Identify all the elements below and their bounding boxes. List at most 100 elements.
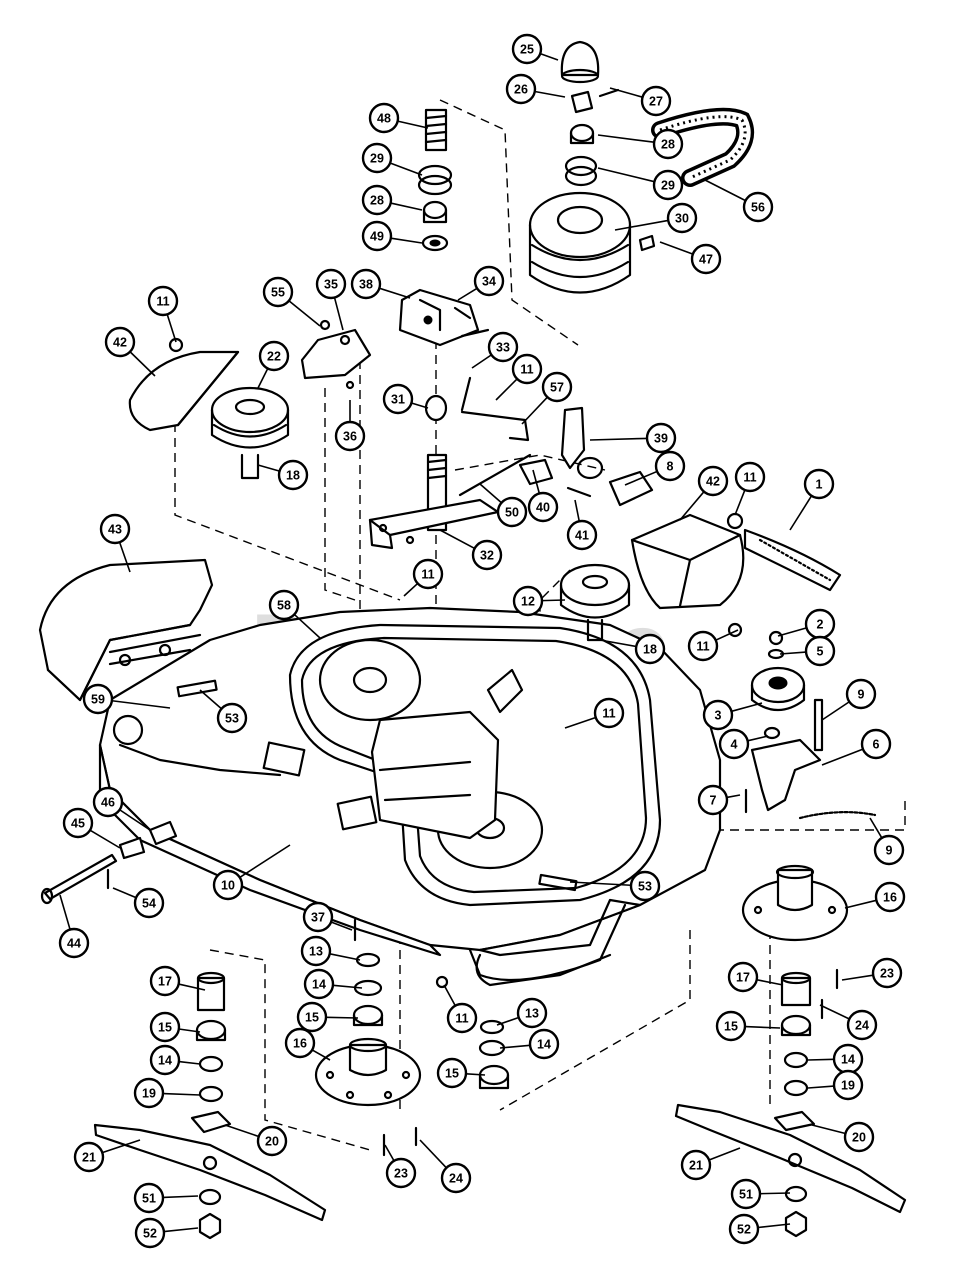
callout-c11c[interactable]: 11 [734,461,766,516]
callout-c13b[interactable]: 13 [496,997,548,1029]
callout-c26[interactable]: 26 [505,73,566,105]
callout-c30[interactable]: 30 [614,202,698,234]
leader-line [465,1073,486,1076]
leader-line [614,219,669,231]
callout-c52b[interactable]: 52 [728,1213,791,1245]
callout-c14c[interactable]: 14 [499,1028,560,1060]
callout-c28a[interactable]: 28 [597,128,684,160]
callout-c18b[interactable]: 18 [599,633,666,665]
callout-c34[interactable]: 34 [457,265,505,301]
callout-c11a[interactable]: 11 [495,353,543,401]
callout-c20b[interactable]: 20 [811,1121,875,1153]
callout-c38[interactable]: 38 [350,268,411,300]
callout-c55[interactable]: 55 [262,276,321,327]
callout-c42a[interactable]: 42 [104,326,156,377]
callout-c20a[interactable]: 20 [224,1124,288,1157]
callout-c51a[interactable]: 51 [133,1182,199,1214]
callout-c16a[interactable]: 16 [844,881,906,913]
callout-c59[interactable]: 59 [82,683,171,715]
callout-c3[interactable]: 3 [702,699,763,731]
callout-c43[interactable]: 43 [99,513,131,573]
callout-c24a[interactable]: 24 [419,1139,472,1194]
callout-c14d[interactable]: 14 [807,1043,864,1075]
callout-c53a[interactable]: 53 [199,689,248,734]
callout-c29b[interactable]: 29 [361,142,423,176]
callout-circle [541,371,573,403]
callout-c44[interactable]: 44 [58,894,90,959]
callout-c19a[interactable]: 19 [133,1077,201,1109]
callout-c22[interactable]: 22 [257,340,290,389]
callout-c11f[interactable]: 11 [564,697,625,729]
callout-c15c[interactable]: 15 [436,1057,486,1089]
leader-line [821,701,850,721]
callout-c7[interactable]: 7 [697,784,741,816]
callout-c5[interactable]: 5 [779,635,836,667]
callout-c46[interactable]: 46 [92,786,151,831]
callout-c27[interactable]: 27 [609,85,672,117]
callout-c13a[interactable]: 13 [300,935,361,967]
callout-c21a[interactable]: 21 [73,1139,141,1173]
callout-c6[interactable]: 6 [821,728,892,766]
callout-c31[interactable]: 31 [382,383,429,415]
callout-c9a[interactable]: 9 [821,678,877,721]
callout-c11e[interactable]: 11 [687,629,739,662]
callout-c17a[interactable]: 17 [149,965,206,997]
callout-c29a[interactable]: 29 [597,167,684,201]
callout-c1[interactable]: 1 [789,468,835,531]
callout-c39[interactable]: 39 [589,422,677,454]
callout-number: 59 [91,693,105,707]
callout-c52a[interactable]: 52 [134,1217,199,1249]
callout-c15d[interactable]: 15 [715,1010,781,1042]
callout-c2[interactable]: 2 [777,608,836,640]
callout-c11b[interactable]: 11 [147,285,179,343]
callout-c9b[interactable]: 9 [869,817,905,866]
callout-c42b[interactable]: 42 [679,465,729,521]
callout-c21b[interactable]: 21 [680,1147,741,1181]
callout-c12[interactable]: 12 [512,585,566,617]
callout-c56[interactable]: 56 [704,179,774,223]
callout-c18a[interactable]: 18 [257,459,309,491]
callout-c32[interactable]: 32 [439,529,503,571]
callout-c25[interactable]: 25 [511,33,559,65]
callout-c23a[interactable]: 23 [384,1144,417,1189]
callout-c54[interactable]: 54 [112,887,165,919]
callout-c28b[interactable]: 28 [361,184,423,216]
callout-number: 14 [841,1053,855,1067]
leader-line [102,1139,141,1154]
callout-c17b[interactable]: 17 [727,961,784,993]
callout-c8[interactable]: 8 [624,450,686,486]
callout-c51b[interactable]: 51 [730,1178,791,1210]
callout-c47[interactable]: 47 [659,241,722,275]
callout-number: 54 [142,897,156,911]
callout-c45[interactable]: 45 [62,807,121,849]
callout-c19b[interactable]: 19 [807,1069,864,1101]
callout-c24b[interactable]: 24 [819,1004,878,1041]
callout-c10[interactable]: 10 [212,844,291,901]
callout-c16b[interactable]: 16 [284,1027,331,1061]
callout-c57[interactable]: 57 [521,371,573,425]
callout-c48[interactable]: 48 [368,102,429,134]
callout-c15b[interactable]: 15 [149,1011,201,1043]
callout-c11g[interactable]: 11 [443,984,478,1034]
callout-c36[interactable]: 36 [334,400,366,452]
callout-c41[interactable]: 41 [566,499,598,551]
callout-number: 46 [101,796,115,810]
leader-line [162,1195,199,1199]
callout-c49[interactable]: 49 [361,220,423,252]
callout-c58[interactable]: 58 [268,589,321,639]
callout-c14b[interactable]: 14 [149,1044,201,1076]
callout-c23b[interactable]: 23 [841,957,903,989]
callout-c37[interactable]: 37 [302,901,353,933]
callout-c53b[interactable]: 53 [569,870,661,902]
callout-c33[interactable]: 33 [471,331,519,369]
callout-c35[interactable]: 35 [315,268,347,331]
callout-c4[interactable]: 4 [718,728,769,760]
leader-line [330,921,353,931]
callout-c14a[interactable]: 14 [303,968,363,1000]
callout-c15a[interactable]: 15 [296,1001,359,1033]
callout-c40[interactable]: 40 [527,469,559,523]
callout-circle [412,558,444,590]
callout-c50[interactable]: 50 [479,483,528,528]
callout-c11d[interactable]: 11 [403,558,444,597]
